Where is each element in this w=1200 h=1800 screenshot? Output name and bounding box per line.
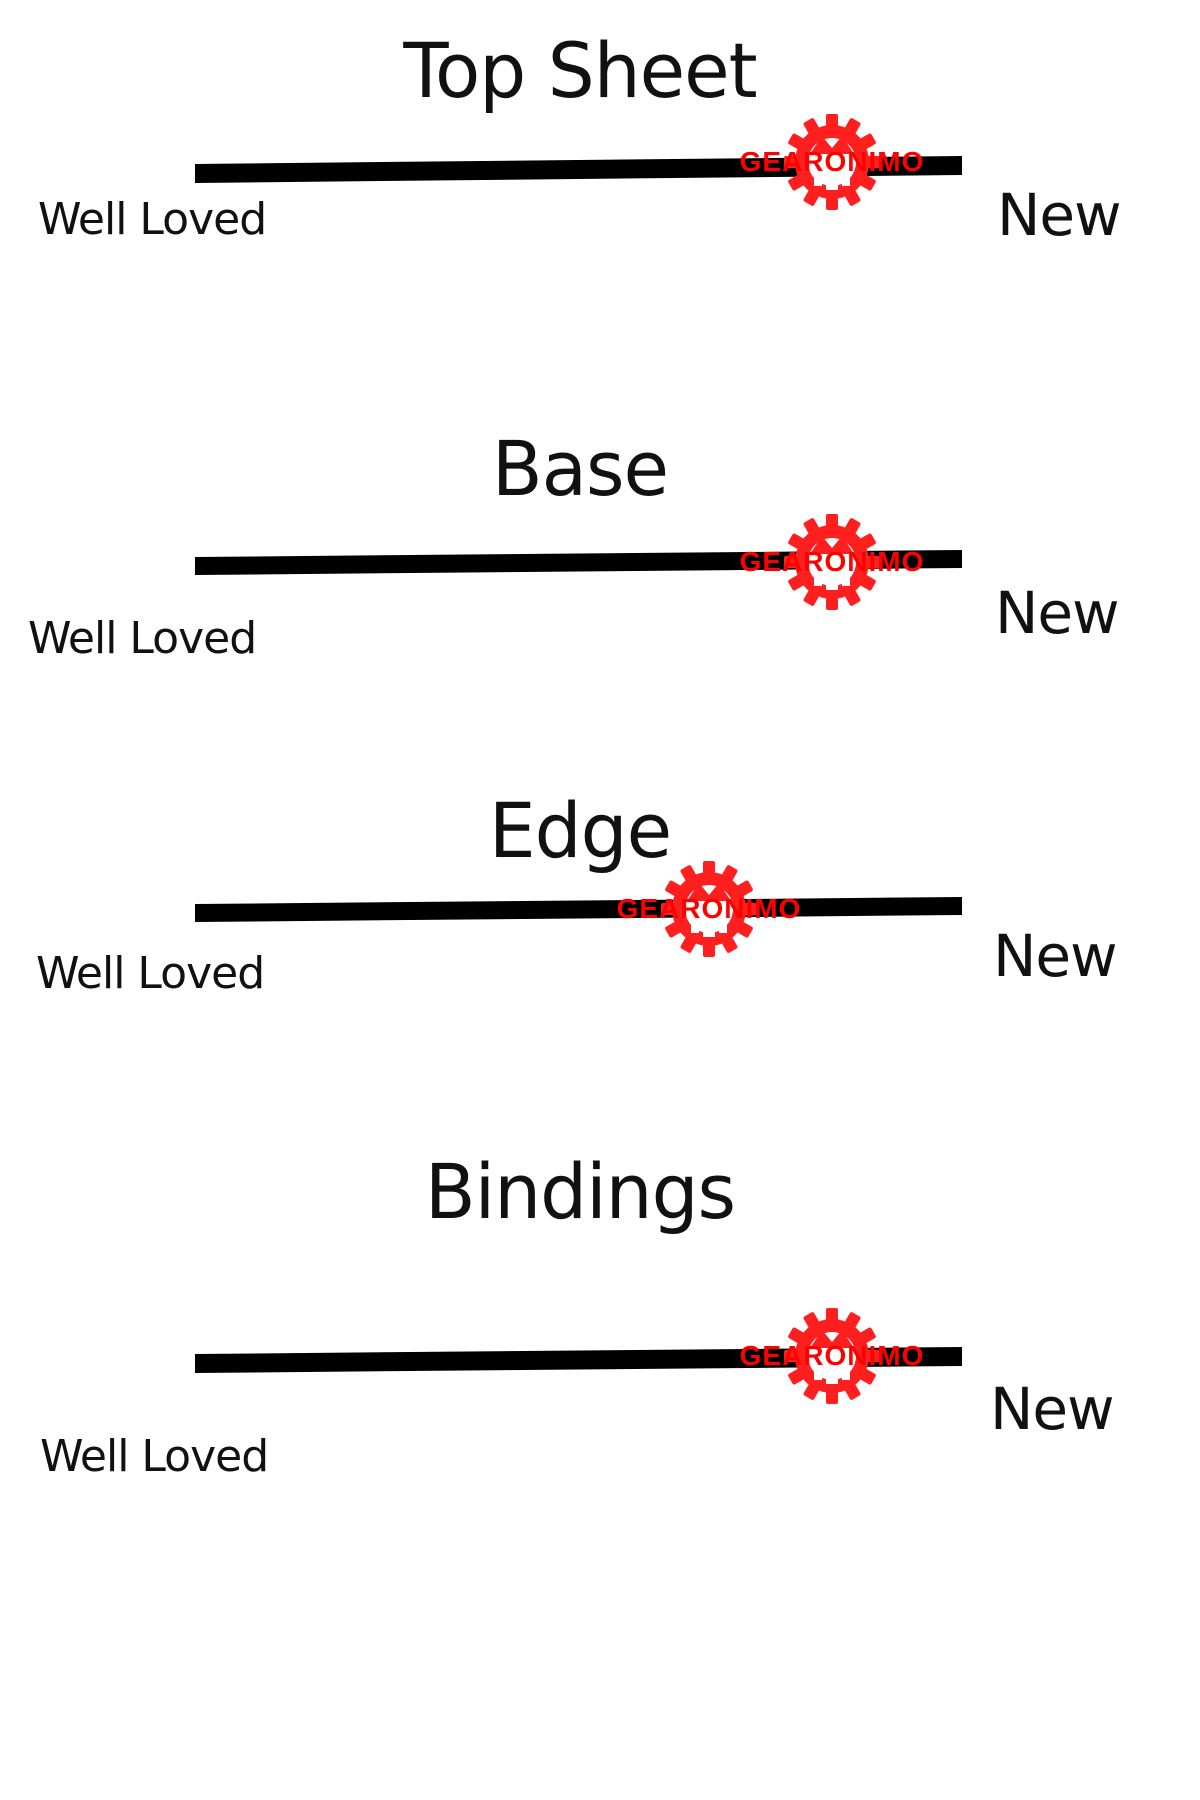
gear-logo-icon	[783, 114, 880, 210]
section-bindings: Bindings	[0, 1147, 1200, 1515]
marker-brand-text: GEARONIMO	[739, 546, 924, 577]
right-label: New	[997, 181, 1122, 249]
section-base: Base	[0, 424, 1200, 792]
marker-brand-text: GEARONIMO	[739, 1340, 924, 1371]
gear-logo-icon	[660, 861, 757, 957]
scale-line	[195, 1347, 962, 1373]
gear-logo-icon	[783, 1308, 880, 1404]
right-label: New	[993, 922, 1118, 990]
rating-scale-base	[195, 550, 962, 575]
right-label: New	[995, 579, 1120, 647]
scale-line	[195, 550, 962, 575]
gearonimo-logo-icon: GEARONIMO	[732, 112, 932, 212]
section-top-sheet: Top Sheet	[0, 26, 1200, 394]
marker-brand-text: GEARONIMO	[739, 146, 924, 177]
rating-scale-bindings	[195, 1347, 962, 1373]
right-label: New	[990, 1375, 1115, 1443]
scale-line	[195, 156, 962, 183]
left-label: Well Loved	[28, 613, 257, 664]
section-title: Top Sheet	[403, 26, 757, 116]
scale-line	[195, 897, 962, 922]
left-label: Well Loved	[36, 948, 265, 999]
gearonimo-logo-icon: GEARONIMO	[609, 859, 809, 959]
gear-logo-icon	[783, 514, 880, 610]
marker-brand-text: GEARONIMO	[616, 893, 801, 924]
gearonimo-logo-icon: GEARONIMO	[732, 1306, 932, 1406]
left-label: Well Loved	[40, 1431, 269, 1482]
section-edge: Edge	[0, 786, 1200, 1154]
section-title: Base	[491, 424, 669, 514]
section-title: Bindings	[424, 1147, 736, 1237]
gearonimo-logo-icon: GEARONIMO	[732, 512, 932, 612]
rating-scale-top-sheet	[195, 156, 962, 183]
rating-scale-edge	[195, 897, 962, 922]
left-label: Well Loved	[38, 194, 267, 245]
section-title: Edge	[488, 786, 672, 876]
